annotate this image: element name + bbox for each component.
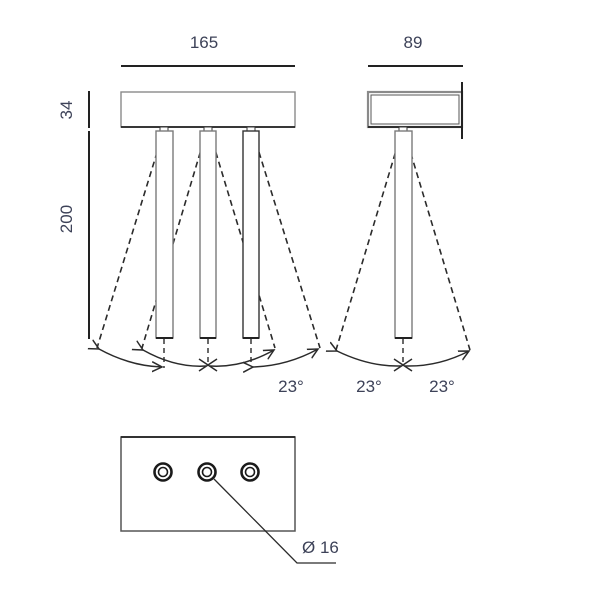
rod-length-label: 200: [57, 205, 76, 233]
beam-line: [252, 132, 321, 349]
side-view: 89 23° 23°: [335, 33, 471, 396]
beam-line: [141, 132, 207, 349]
pendant-rod-2: [199, 130, 217, 339]
beam-line: [404, 133, 471, 351]
diameter-label: Ø 16: [302, 538, 339, 557]
pendant-rod-1: [155, 130, 174, 339]
canopy-height-label: 34: [57, 101, 76, 120]
rod-hole-2: [197, 462, 217, 482]
rod-hole-1: [153, 462, 173, 482]
front-canopy: [120, 91, 296, 128]
front-beam-angle-label: 23°: [278, 377, 304, 396]
side-beam-angle-right-label: 23°: [429, 377, 455, 396]
bottom-view: Ø 16: [120, 436, 339, 564]
angle-arc: [209, 350, 274, 367]
beam-line: [335, 133, 402, 351]
angle-arc: [99, 349, 162, 367]
bottom-canopy: [120, 436, 296, 532]
side-pendant-rod: [394, 130, 413, 339]
side-beam-angle-left-label: 23°: [356, 377, 382, 396]
angle-arc: [337, 351, 402, 367]
angle-arc: [404, 351, 469, 367]
pendant-rod-3: [242, 130, 260, 339]
diameter-leader-line: [213, 478, 336, 564]
beam-line: [96, 132, 164, 349]
rod-hole-3: [240, 462, 260, 482]
front-width-label: 165: [190, 33, 218, 52]
angle-arc: [253, 349, 318, 367]
front-view: 165 34 200: [57, 33, 321, 396]
side-depth-label: 89: [404, 33, 423, 52]
angle-arc: [143, 350, 207, 367]
